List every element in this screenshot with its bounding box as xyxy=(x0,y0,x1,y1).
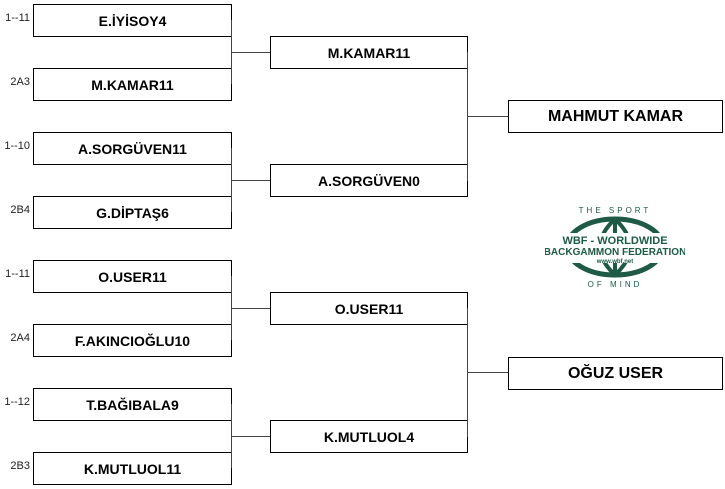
final-winner: MAHMUT KAMAR xyxy=(508,100,723,133)
player-name: E.İYİSOY xyxy=(98,12,159,29)
player-name: G.DİPTAŞ xyxy=(96,204,162,221)
bracket-connector xyxy=(231,52,270,53)
bracket-connector xyxy=(231,308,270,309)
player-name: F.AKINCIOĞLU xyxy=(74,332,175,349)
player-name: K.MUTLUOL xyxy=(323,428,407,445)
logo-text: THE SPORT xyxy=(579,206,652,215)
seed-label: 2A4 xyxy=(10,332,30,344)
match-slot: O.USER 11 xyxy=(270,292,468,325)
svg-text:BACKGAMMON FEDERATION: BACKGAMMON FEDERATION xyxy=(545,247,685,258)
player-name: M.KAMAR xyxy=(327,44,396,61)
bracket-connector xyxy=(231,436,270,437)
player-score: 11 xyxy=(395,44,411,61)
seed-label: 2B3 xyxy=(10,460,30,472)
player-score: 11 xyxy=(158,76,174,93)
match-slot: O.USER 11 xyxy=(33,260,232,293)
player-score: 11 xyxy=(172,140,187,157)
bracket-connector xyxy=(467,372,508,373)
bracket-connector xyxy=(467,116,508,117)
bracket-connector xyxy=(231,180,270,181)
match-slot: A.SORGÜVEN 11 xyxy=(33,132,232,165)
seed-label: 1--11 xyxy=(5,12,30,24)
seed-label: 1--12 xyxy=(4,396,30,408)
seed-label: 2A3 xyxy=(10,76,30,88)
match-slot: M.KAMAR 11 xyxy=(33,68,232,101)
seed-label: 1--11 xyxy=(5,268,30,280)
seed-label: 1--10 xyxy=(4,140,30,152)
player-score: 4 xyxy=(406,428,415,445)
match-slot: K.MUTLUOL 11 xyxy=(33,452,232,485)
player-score: 9 xyxy=(170,396,179,413)
match-slot: G.DİPTAŞ 6 xyxy=(33,196,232,229)
player-score: 0 xyxy=(412,172,420,189)
wbf-logo: THE SPORT WBF - WORLDWIDE BACKGAMMON FED… xyxy=(544,200,687,290)
match-slot: M.KAMAR 11 xyxy=(270,36,468,69)
match-slot: E.İYİSOY 4 xyxy=(33,4,232,37)
player-name: M.KAMAR xyxy=(91,76,159,93)
player-name: A.SORGÜVEN xyxy=(318,172,413,189)
player-name: O.USER xyxy=(98,268,152,285)
player-name: A.SORGÜVEN xyxy=(78,140,173,157)
player-score: 11 xyxy=(166,460,182,477)
match-slot: A.SORGÜVEN 0 xyxy=(270,164,468,197)
player-score: 6 xyxy=(161,204,169,221)
player-score: 11 xyxy=(151,268,167,285)
player-name: K.MUTLUOL xyxy=(83,460,167,477)
player-name: O.USER xyxy=(334,300,389,317)
match-slot: F.AKINCIOĞLU 10 xyxy=(33,324,232,357)
player-name: T.BAĞIBALA xyxy=(86,396,171,413)
player-score: 10 xyxy=(174,332,191,349)
svg-text:www.wbf.net: www.wbf.net xyxy=(596,259,633,265)
svg-text:WBF - WORLDWIDE: WBF - WORLDWIDE xyxy=(562,235,667,247)
final-winner: OĞUZ USER xyxy=(508,357,723,390)
player-score: 11 xyxy=(388,300,404,317)
svg-text:OF MIND: OF MIND xyxy=(588,280,643,289)
match-slot: T.BAĞIBALA 9 xyxy=(33,388,232,421)
match-slot: K.MUTLUOL 4 xyxy=(270,420,468,453)
seed-label: 2B4 xyxy=(10,204,30,216)
player-score: 4 xyxy=(158,12,167,29)
